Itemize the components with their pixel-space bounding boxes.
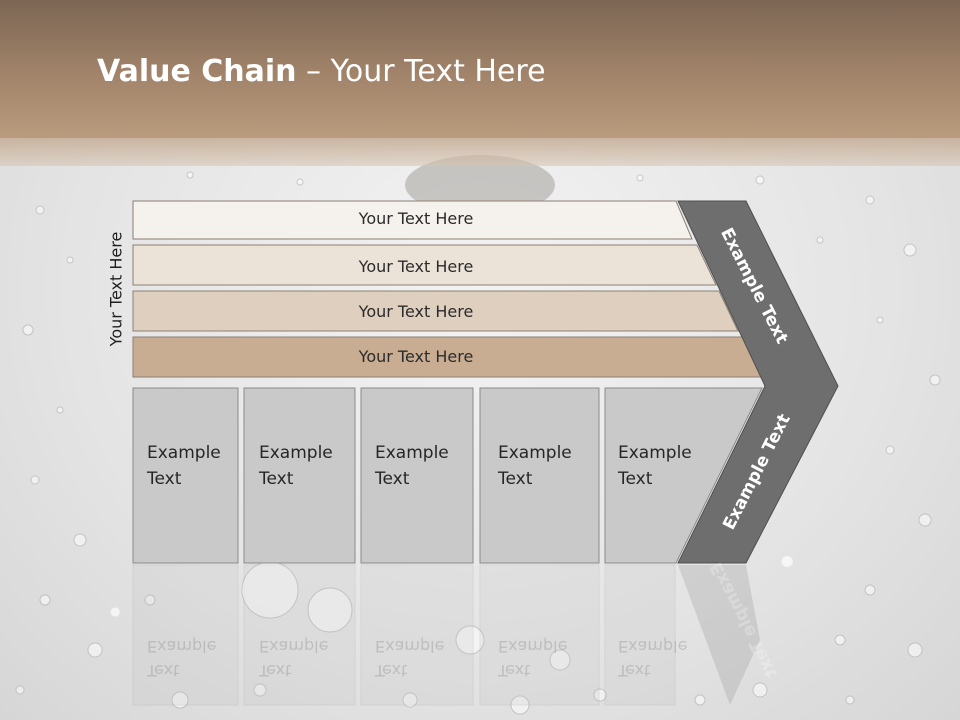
box-4-reflection-line2: Text bbox=[498, 661, 531, 680]
row-1-label: Your Text Here bbox=[358, 209, 474, 228]
row-3-shape[interactable] bbox=[132, 290, 739, 332]
box-1-shape[interactable] bbox=[132, 387, 239, 564]
slide-title: Value Chain – Your Text Here bbox=[97, 54, 546, 89]
row-2-label: Your Text Here bbox=[358, 257, 474, 276]
box-4-line2: Text bbox=[498, 469, 533, 489]
title-bar bbox=[0, 0, 960, 138]
box-4-shape[interactable] bbox=[479, 387, 600, 564]
box-2-shape[interactable] bbox=[243, 387, 356, 564]
box-3-reflection-line1: Example bbox=[375, 637, 445, 656]
box-5-line2: Text bbox=[618, 469, 653, 489]
row-3-label: Your Text Here bbox=[358, 302, 474, 321]
box-1-reflection-line2: Text bbox=[147, 661, 180, 680]
box-5-reflection: Text Example bbox=[618, 634, 687, 682]
row-2-shape[interactable] bbox=[132, 244, 717, 286]
box-3-line2: Text bbox=[375, 469, 410, 489]
box-4-reflection: Text Example bbox=[498, 634, 567, 682]
box-4-reflection-line1: Example bbox=[498, 637, 568, 656]
box-5-shape[interactable] bbox=[604, 387, 763, 564]
box-1-reflection-line1: Example bbox=[147, 637, 217, 656]
reflection bbox=[132, 564, 760, 706]
box-1-reflection: Text Example bbox=[147, 634, 216, 682]
box-2-reflection-line2: Text bbox=[259, 661, 292, 680]
row-4-label: Your Text Here bbox=[358, 347, 474, 366]
box-1-line2: Text bbox=[147, 469, 182, 489]
box-2-reflection: Text Example bbox=[259, 634, 328, 682]
title-rest: – Your Text Here bbox=[296, 54, 546, 89]
box-2-reflection-line1: Example bbox=[259, 637, 329, 656]
box-5-line1: Example bbox=[618, 443, 692, 463]
box-3-line1: Example bbox=[375, 443, 449, 463]
row-1-shape[interactable] bbox=[132, 200, 693, 240]
box-2-line1: Example bbox=[259, 443, 333, 463]
box-1-line1: Example bbox=[147, 443, 221, 463]
title-bold: Value Chain bbox=[97, 54, 297, 89]
box-5-reflection-line1: Example bbox=[618, 637, 688, 656]
box-3-shape[interactable] bbox=[360, 387, 474, 564]
box-3-reflection: Text Example bbox=[375, 634, 444, 682]
title-bar-strip bbox=[0, 138, 960, 166]
box-3-reflection-line2: Text bbox=[375, 661, 408, 680]
box-5-reflection-line2: Text bbox=[618, 661, 651, 680]
chevron-shape[interactable] bbox=[677, 200, 839, 564]
box-2-line2: Text bbox=[259, 469, 294, 489]
box-4-line1: Example bbox=[498, 443, 572, 463]
